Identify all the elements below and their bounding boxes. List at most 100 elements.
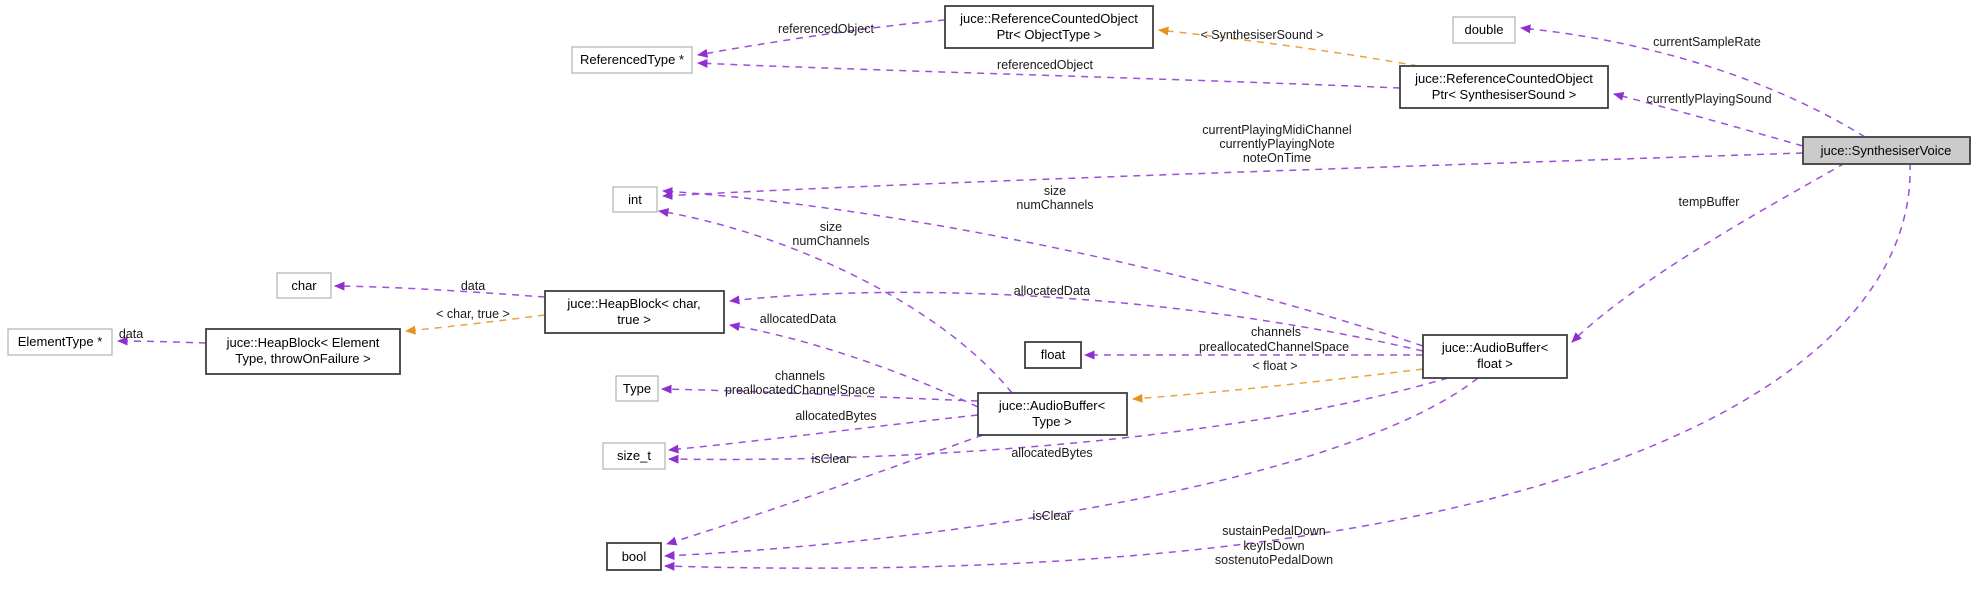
edge-label-size-float: size — [1044, 184, 1066, 198]
edge-label-data-element: data — [119, 327, 143, 341]
node-label: juce::SynthesiserVoice — [1820, 143, 1952, 158]
node-box[interactable] — [977, 392, 1128, 436]
edge-is-clear-type — [666, 434, 984, 546]
node-size-t: size_t — [602, 442, 666, 470]
node-label: ElementType * — [18, 334, 103, 349]
edge-label-currently-playing-sound: currentlyPlayingSound — [1646, 92, 1771, 106]
edge-label-currently-playing-note: currentlyPlayingNote — [1219, 137, 1334, 151]
edge-label-float-template: < float > — [1252, 359, 1297, 373]
node-bool: bool — [606, 542, 662, 571]
node-box[interactable] — [1399, 65, 1609, 109]
edge-label-note-on-time: noteOnTime — [1243, 151, 1311, 165]
node-box — [7, 328, 113, 356]
edge-label-char-true-template: < char, true > — [436, 307, 510, 321]
edges — [117, 19, 1911, 571]
node-int: int — [612, 186, 658, 213]
edge-label-data-char: data — [461, 279, 485, 293]
nodes: ReferencedType * juce::ReferenceCountedO… — [7, 5, 1971, 571]
node-char: char — [276, 272, 332, 299]
edge-label-preallocated-type: preallocatedChannelSpace — [725, 383, 875, 397]
node-box — [571, 46, 693, 74]
edge-label-channels-type: channels — [775, 369, 825, 383]
edge-template-char-true — [405, 314, 546, 335]
edge-data-element — [117, 336, 207, 346]
node-ref-counted-object-ptr-objecttype[interactable]: juce::ReferenceCountedObject Ptr< Object… — [944, 5, 1154, 49]
node-label: int — [628, 192, 642, 207]
node-box[interactable] — [544, 290, 725, 334]
edge-playing-note-to-int — [662, 152, 1804, 200]
node-box — [602, 442, 666, 470]
node-box[interactable] — [1802, 136, 1971, 165]
edge-label-referenced-object-1: referencedObject — [778, 22, 874, 36]
edge-type-size-to-int — [658, 208, 1013, 394]
node-label: juce::ReferenceCountedObject — [1414, 71, 1593, 86]
node-label: Ptr< SynthesiserSound > — [1432, 87, 1577, 102]
edge-label-key-is-down: keyIsDown — [1243, 539, 1304, 553]
edge-label-current-playing-midi-channel: currentPlayingMidiChannel — [1202, 123, 1351, 137]
edge-template-float — [1132, 368, 1424, 403]
node-heap-block-char[interactable]: juce::HeapBlock< char, true > — [544, 290, 725, 334]
edge-label-sustain-pedal-down: sustainPedalDown — [1222, 524, 1326, 538]
edge-allocated-bytes-type — [668, 414, 979, 454]
node-audio-buffer-float[interactable]: juce::AudioBuffer< float > — [1422, 334, 1568, 379]
edge-temp-buffer — [1571, 162, 1846, 343]
node-label: char — [291, 278, 317, 293]
node-audio-buffer-type[interactable]: juce::AudioBuffer< Type > — [977, 392, 1128, 436]
node-label: float — [1041, 347, 1066, 362]
node-ref-counted-object-ptr-synthesisersound[interactable]: juce::ReferenceCountedObject Ptr< Synthe… — [1399, 65, 1609, 109]
edge-label-allocated-data-type: allocatedData — [760, 312, 836, 326]
node-heap-block-element[interactable]: juce::HeapBlock< Element Type, throwOnFa… — [205, 328, 401, 375]
edge-label-temp-buffer: tempBuffer — [1679, 195, 1740, 209]
edge-channels-type — [661, 384, 979, 402]
edge-float-size-to-int — [662, 187, 1424, 347]
node-element-type: ElementType * — [7, 328, 113, 356]
node-box[interactable] — [1422, 334, 1568, 379]
edge-label-preallocated-float: preallocatedChannelSpace — [1199, 340, 1349, 354]
node-double: double — [1452, 16, 1516, 44]
edge-is-clear-float — [664, 377, 1479, 561]
edge-label-allocated-bytes-float: allocatedBytes — [1011, 446, 1092, 460]
edge-current-sample-rate — [1520, 24, 1866, 138]
edge-label-num-channels-float: numChannels — [1016, 198, 1093, 212]
edge-label-is-clear-float: isClear — [1033, 509, 1072, 523]
node-box[interactable] — [944, 5, 1154, 49]
node-label: float > — [1477, 356, 1513, 371]
edge-referenced-object-1 — [697, 19, 946, 58]
edge-label-referenced-object-2: referencedObject — [997, 58, 1093, 72]
node-label: Type — [623, 381, 651, 396]
node-label: juce::HeapBlock< char, — [566, 296, 700, 311]
edge-currently-playing-sound — [1613, 92, 1804, 147]
edge-label-size-type: size — [820, 220, 842, 234]
node-label: true > — [617, 312, 651, 327]
node-float: float — [1024, 341, 1082, 369]
node-label: Type, throwOnFailure > — [235, 351, 370, 366]
node-box — [276, 272, 332, 299]
edge-referenced-object-2 — [697, 58, 1401, 89]
edge-allocated-bytes-float — [668, 377, 1449, 464]
edge-labels: referencedObject referencedObject < Synt… — [119, 22, 1772, 567]
node-label: juce::AudioBuffer< — [1441, 340, 1548, 355]
edge-data-char — [334, 281, 546, 298]
node-label: juce::ReferenceCountedObject — [959, 11, 1138, 26]
node-label: size_t — [617, 448, 651, 463]
node-label: juce::AudioBuffer< — [998, 398, 1105, 413]
edge-label-current-sample-rate: currentSampleRate — [1653, 35, 1761, 49]
node-referenced-type: ReferencedType * — [571, 46, 693, 74]
node-box — [1024, 341, 1082, 369]
edge-label-synthesiser-sound-template: < SynthesiserSound > — [1201, 28, 1324, 42]
node-label: double — [1464, 22, 1503, 37]
node-label: bool — [622, 549, 647, 564]
edge-label-allocated-bytes-type: allocatedBytes — [795, 409, 876, 423]
node-box — [615, 375, 659, 402]
node-type: Type — [615, 375, 659, 402]
node-box — [612, 186, 658, 213]
edge-label-channels-float: channels — [1251, 325, 1301, 339]
node-box[interactable] — [205, 328, 401, 375]
edge-label-allocated-data-float: allocatedData — [1014, 284, 1090, 298]
node-synthesiser-voice[interactable]: juce::SynthesiserVoice — [1802, 136, 1971, 165]
node-label: juce::HeapBlock< Element — [226, 335, 380, 350]
node-label: Ptr< ObjectType > — [997, 27, 1102, 42]
edge-label-is-clear-type: isClear — [812, 452, 851, 466]
edge-allocated-data-type — [729, 322, 979, 408]
